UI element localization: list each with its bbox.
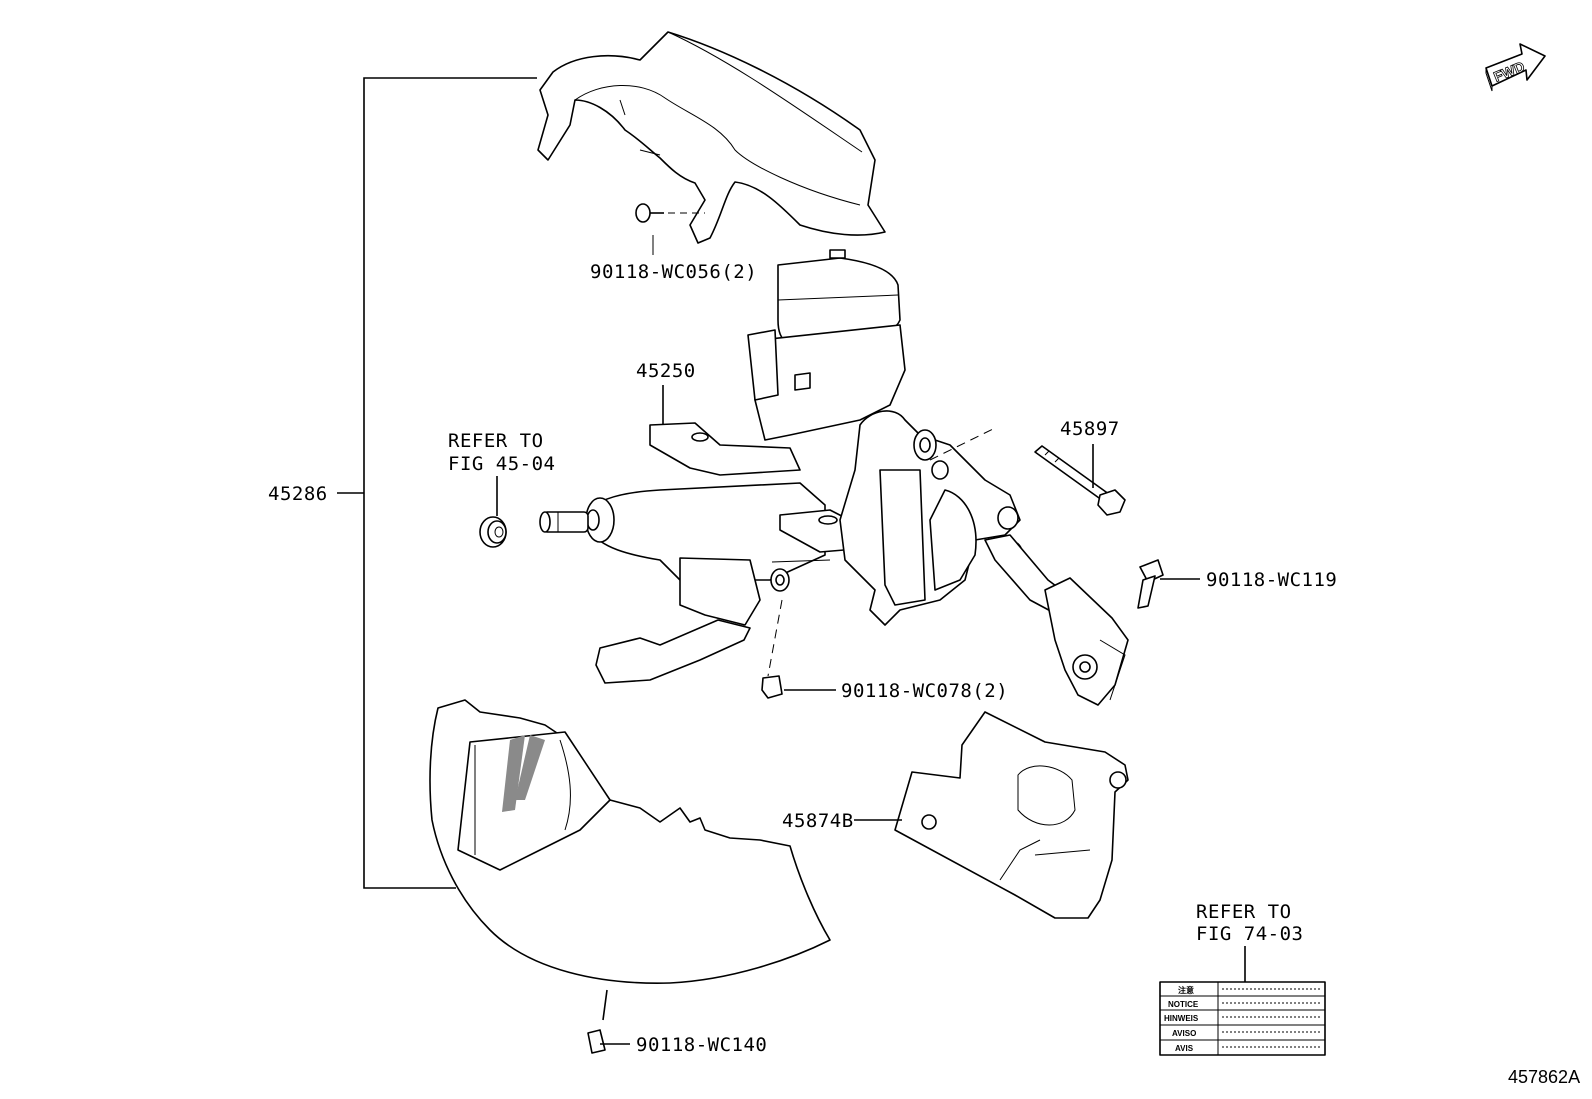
- part-label-90118-wc140[interactable]: 90118-WC140: [636, 1034, 767, 1056]
- caution-row-4: AVISO: [1172, 1029, 1196, 1038]
- bolt-90118-wc119: [1137, 559, 1200, 609]
- caution-row-1: 注意: [1178, 985, 1194, 995]
- part-label-90118-wc078[interactable]: 90118-WC078(2): [841, 680, 1008, 702]
- caution-label: 注意 NOTICE HINWEIS AVISO AVIS: [1159, 981, 1326, 1056]
- bolt-45897: [1034, 444, 1126, 516]
- caution-row-5: AVIS: [1175, 1044, 1194, 1053]
- part-label-45897[interactable]: 45897: [1060, 418, 1120, 440]
- refer-upper-line2[interactable]: FIG 45-04: [448, 453, 555, 475]
- nut-90118-wc078: [761, 675, 836, 699]
- steering-nut: [479, 516, 507, 548]
- part-label-45874b[interactable]: 45874B: [782, 810, 854, 832]
- refer-lower-line1: REFER TO: [1196, 901, 1292, 923]
- refer-lower-line2[interactable]: FIG 74-03: [1196, 923, 1303, 945]
- steering-column-assy: [539, 249, 1129, 706]
- screw-lower: [587, 989, 630, 1054]
- part-label-45286[interactable]: 45286: [268, 483, 328, 505]
- screw-upper: [635, 203, 705, 255]
- fwd-arrow-icon: FWD: [1485, 43, 1546, 92]
- cover-assy-bracket: [337, 77, 537, 889]
- caution-row-2: NOTICE: [1168, 1000, 1199, 1009]
- refer-upper-line1: REFER TO: [448, 430, 544, 452]
- diagram-id: 457862A: [1508, 1067, 1580, 1087]
- lower-column-cover: [429, 699, 831, 984]
- part-label-90118-wc119[interactable]: 90118-WC119: [1206, 569, 1337, 591]
- caution-row-3: HINWEIS: [1164, 1014, 1199, 1023]
- part-label-90118-wc056[interactable]: 90118-WC056(2): [590, 261, 757, 283]
- fwd-label: FWD: [1491, 58, 1527, 85]
- upper-column-cover: [537, 31, 886, 244]
- cover-45874b: [854, 711, 1129, 919]
- part-label-45250[interactable]: 45250: [636, 360, 696, 382]
